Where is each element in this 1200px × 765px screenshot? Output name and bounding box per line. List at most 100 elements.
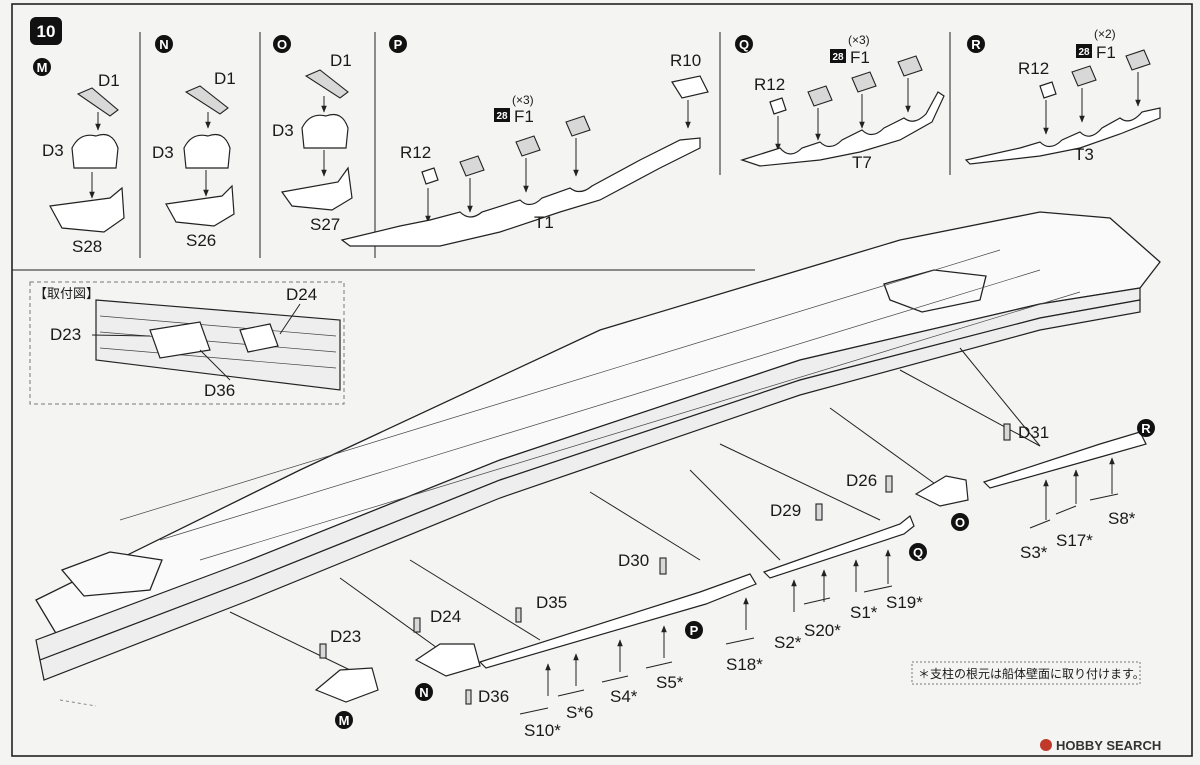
f1-part xyxy=(515,135,541,157)
p-marker: P xyxy=(690,623,699,638)
t3-part xyxy=(964,107,1161,165)
inset-title: 【取付図】 xyxy=(34,286,99,301)
s28-part xyxy=(49,186,125,233)
r12-label: R12 xyxy=(400,143,431,162)
panel-n-letter: N xyxy=(159,37,168,52)
r-f1-label: F1 xyxy=(1096,43,1116,62)
s27-part xyxy=(280,166,353,211)
s26-part xyxy=(165,184,235,227)
d31-part xyxy=(1003,423,1011,441)
r12-part xyxy=(421,167,439,185)
f1-part xyxy=(1125,49,1151,71)
d1-part xyxy=(304,69,349,99)
mounting-inset: 【取付図】 D23 D24 D36 xyxy=(29,281,345,405)
q-f1-count: (×3) xyxy=(848,33,870,47)
main-parts xyxy=(314,423,1147,705)
q-r12-label: R12 xyxy=(754,75,785,94)
panel-r-letter: R xyxy=(971,37,981,52)
inset-mount-n xyxy=(239,323,279,353)
d1-part xyxy=(184,85,229,115)
watermark-logo: HOBBY SEARCH xyxy=(1040,738,1161,753)
s20-label: S20* xyxy=(804,621,841,640)
q-marker: Q xyxy=(913,545,923,560)
f1-label: F1 xyxy=(514,107,534,126)
inset-hull xyxy=(95,299,341,391)
r12-part xyxy=(1039,81,1057,99)
s3-label: S3* xyxy=(1020,543,1048,562)
t7-label: T7 xyxy=(852,153,872,172)
d30-part xyxy=(659,557,667,575)
hull-lower xyxy=(39,299,1141,681)
strut-pieces xyxy=(519,457,1119,715)
panel-m-base-label: S28 xyxy=(72,237,102,256)
t1-label: T1 xyxy=(534,213,554,232)
t1-part xyxy=(340,137,701,247)
d26-part xyxy=(885,475,893,493)
f1-part xyxy=(459,155,485,177)
d24-part xyxy=(413,617,421,633)
panel-n-top-label: D1 xyxy=(214,69,236,88)
f1-badge: 28 xyxy=(496,111,508,122)
r-marker: R xyxy=(1141,421,1151,436)
d35-part xyxy=(515,607,522,623)
step-number: 10 xyxy=(37,22,56,41)
panel-n: N D1 D3 S26 xyxy=(152,35,236,250)
m-marker: M xyxy=(339,713,350,728)
r-f1-badge-box xyxy=(1076,44,1092,58)
q-assembly xyxy=(762,515,915,579)
q-f1-label: F1 xyxy=(850,48,870,67)
note-box: ＊支柱の根元は船体壁面に取り付けます。 xyxy=(911,661,1145,685)
f1-part xyxy=(565,115,591,137)
s17-label: S17* xyxy=(1056,531,1093,550)
panel-m-letter: M xyxy=(37,60,48,75)
d24-label: D24 xyxy=(430,607,461,626)
t7-part xyxy=(740,91,945,167)
panel-m-mid-label: D3 xyxy=(42,141,64,160)
o-mount-part xyxy=(914,475,969,507)
s4-label: S4* xyxy=(610,687,638,706)
r-f1-count: (×2) xyxy=(1094,27,1116,41)
f1-badge-box xyxy=(494,108,510,122)
n-mount-part xyxy=(414,643,481,677)
d26-label: D26 xyxy=(846,471,877,490)
d31-label: D31 xyxy=(1018,423,1049,442)
r12-part xyxy=(769,97,787,115)
d36-part xyxy=(465,689,472,705)
n-marker: N xyxy=(419,685,428,700)
note-text: ＊支柱の根元は船体壁面に取り付けます。 xyxy=(918,666,1145,681)
main-markers: M N P Q O R xyxy=(335,419,1155,729)
f1-part xyxy=(1071,65,1097,87)
s19-label: S19* xyxy=(886,593,923,612)
main-part-labels: D23 D24 D36 D35 D30 D29 D26 D31 S10* S*6… xyxy=(330,423,1136,740)
t3-label: T3 xyxy=(1074,145,1094,164)
panel-m-top-label: D1 xyxy=(98,71,120,90)
p-assembly xyxy=(478,573,757,669)
panel-q: Q (×3) 28 F1 R12 T7 xyxy=(735,33,945,172)
panel-m: M D1 D3 S28 xyxy=(33,58,125,256)
s18-label: S18* xyxy=(726,655,763,674)
panel-p-letter: P xyxy=(394,37,403,52)
f1-part xyxy=(851,71,877,93)
s1-label: S1* xyxy=(850,603,878,622)
d36-label: D36 xyxy=(478,687,509,706)
f1-part xyxy=(897,55,923,77)
inset-mount-d xyxy=(149,321,211,359)
panel-r: R (×2) 28 F1 R12 T3 xyxy=(964,27,1161,165)
inset-d24-label: D24 xyxy=(286,285,317,304)
watermark-text: HOBBY SEARCH xyxy=(1056,738,1161,753)
o-marker: O xyxy=(955,515,965,530)
d35-label: D35 xyxy=(536,593,567,612)
d23-label: D23 xyxy=(330,627,361,646)
r10-label: R10 xyxy=(670,51,701,70)
panel-q-letter: Q xyxy=(739,37,749,52)
panel-n-base-label: S26 xyxy=(186,231,216,250)
s6-label: S*6 xyxy=(566,703,593,722)
panel-p: P R10 (×3) 28 F1 R12 T1 xyxy=(340,35,709,247)
d30-label: D30 xyxy=(618,551,649,570)
r10-part xyxy=(671,75,709,99)
panel-o-letter: O xyxy=(277,37,287,52)
d29-label: D29 xyxy=(770,501,801,520)
d3-part xyxy=(71,133,119,169)
d1-part xyxy=(76,87,119,117)
